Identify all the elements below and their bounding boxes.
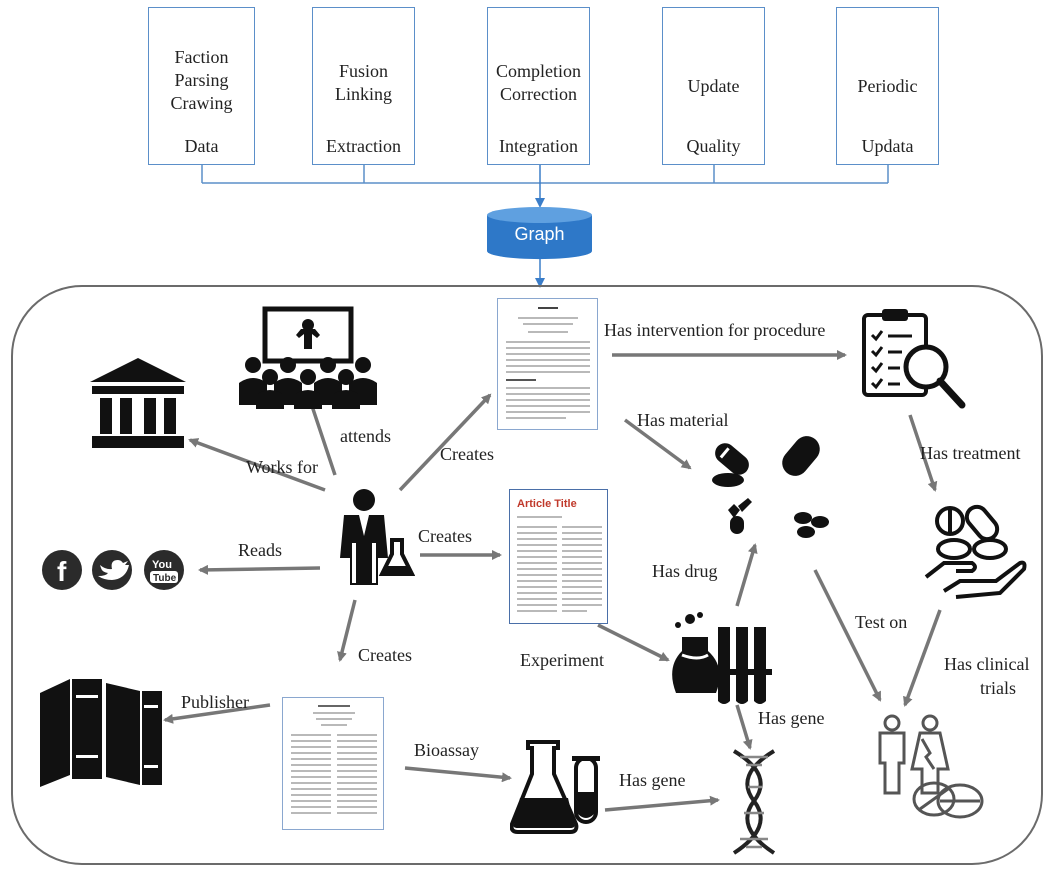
label-reads: Reads: [238, 540, 282, 560]
dna-icon: [732, 749, 776, 855]
label-bioassay: Bioassay: [414, 740, 479, 760]
box-line: Parsing: [174, 70, 229, 90]
svg-text:f: f: [57, 556, 67, 587]
label-has-treatment: Has treatment: [920, 443, 1021, 463]
label-creates-2: Creates: [418, 526, 472, 546]
label-has-gene-1: Has gene: [619, 770, 686, 790]
label-works-for: Works for: [246, 457, 319, 477]
social-media-icons: f You Tube: [42, 550, 184, 590]
box-line: Fusion: [338, 61, 389, 81]
box-bottom-label: Integration: [499, 136, 578, 156]
graph-database-icon: [487, 207, 592, 260]
box-line: Linking: [335, 84, 392, 104]
pipeline-box-integration: Completion Correction Integration: [487, 7, 590, 165]
pipeline-box-updata: Periodic Updata: [836, 7, 939, 165]
clinical-trials-icon: [878, 714, 984, 819]
document-article: Article Title: [509, 489, 608, 624]
box-bottom-label: Quality: [686, 136, 741, 156]
box-bottom-label: Extraction: [326, 136, 401, 156]
graph-panel: [11, 285, 1043, 865]
box-bottom-label: Updata: [861, 136, 914, 156]
graph-label: Graph: [514, 224, 565, 244]
box-line: Faction: [174, 47, 229, 67]
document-paper-3: [282, 697, 384, 830]
pipeline-box-quality: Update Quality: [662, 7, 765, 165]
label-creates-3: Creates: [358, 645, 412, 665]
bioassay-flask-icon: [510, 740, 600, 834]
experiment-lab-icon: [672, 612, 772, 704]
relation-arrows: [163, 350, 942, 812]
label-attends: attends: [340, 426, 391, 446]
box-line: Crawing: [170, 93, 233, 113]
books-icon: [40, 679, 162, 787]
box-line: Update: [687, 76, 740, 96]
pipeline-box-extraction: Fusion Linking Extraction: [312, 7, 415, 165]
box-line: Periodic: [857, 76, 918, 96]
label-has-material: Has material: [637, 410, 729, 430]
label-creates-1: Creates: [440, 444, 494, 464]
clipboard-magnifier-icon: [862, 309, 966, 409]
box-bottom-label: Data: [184, 136, 219, 156]
pills-icon: [712, 436, 829, 538]
label-publisher: Publisher: [181, 692, 250, 712]
label-has-drug: Has drug: [652, 561, 718, 581]
box-line: Completion: [496, 61, 581, 81]
label-test-on: Test on: [855, 612, 908, 632]
audience-icon: [239, 306, 377, 409]
label-experiment: Experiment: [520, 650, 604, 670]
article-title: Article Title: [517, 498, 577, 510]
institution-icon: [90, 358, 186, 448]
researcher-icon: [340, 489, 415, 585]
pipeline-connector: [201, 165, 889, 288]
pipeline-box-data: Faction Parsing Crawing Data: [148, 7, 255, 165]
document-paper-1: [497, 298, 598, 430]
box-line: Correction: [500, 84, 577, 104]
label-has-gene-2: Has gene: [758, 708, 825, 728]
svg-text:Tube: Tube: [153, 573, 177, 584]
label-has-intervention: Has intervention for procedure: [604, 320, 826, 340]
treatment-hand-icon: [924, 504, 1027, 599]
label-has-clinical: Has clinical: [944, 654, 1030, 674]
svg-text:You: You: [152, 559, 172, 571]
label-trials: trials: [980, 678, 1016, 698]
